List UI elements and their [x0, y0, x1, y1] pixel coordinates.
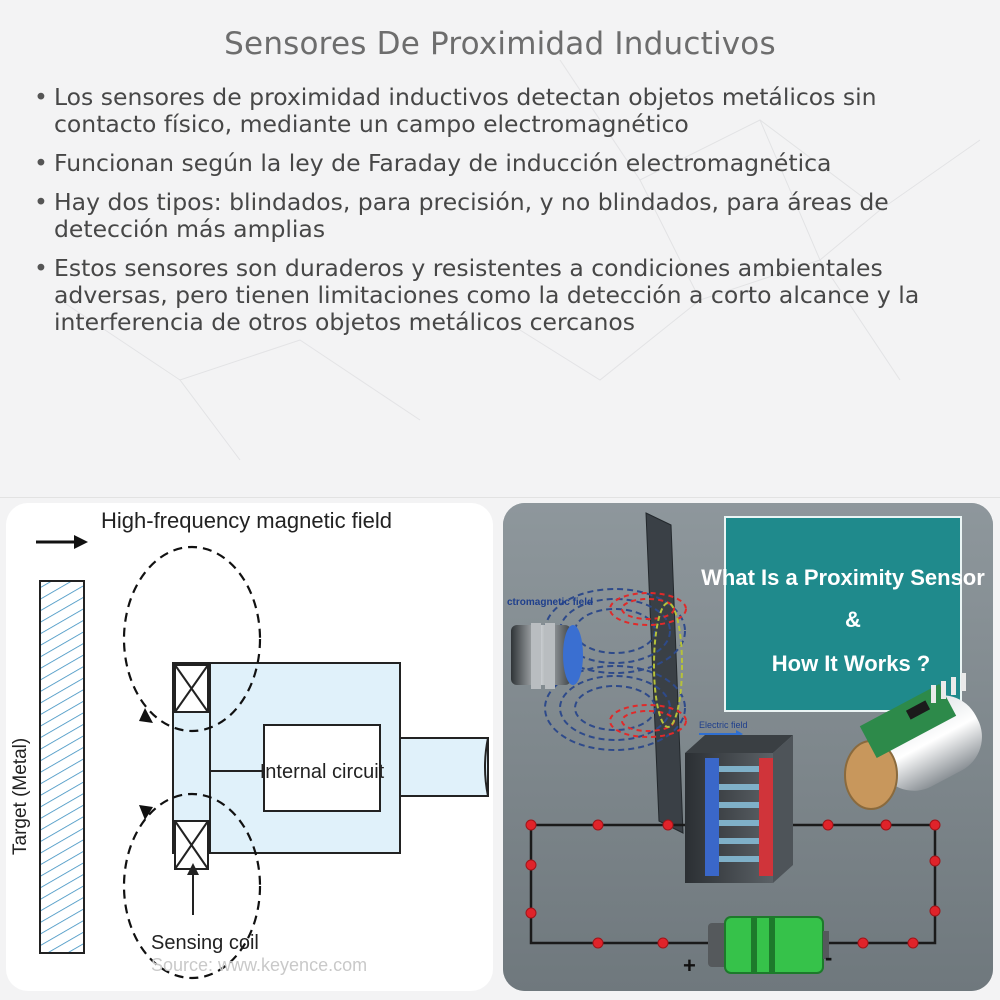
bullet-item: Hay dos tipos: blindados, para precisión…	[34, 189, 964, 243]
internal-circuit-box	[263, 724, 381, 812]
source-credit: Source: www.keyence.com	[151, 955, 367, 975]
banner-headline-1: What Is a Proximity Sensor	[701, 565, 985, 590]
electric-field-label: Electric field	[699, 720, 748, 730]
inductive-sensor-diagram: High-frequency magnetic field Target (Me…	[6, 503, 493, 991]
coil-label: Sensing coil	[151, 932, 259, 954]
charge-dots	[525, 819, 941, 949]
banner-headline-3: How It Works ?	[772, 651, 931, 676]
field-label: High-frequency magnetic field	[101, 508, 392, 533]
magnetic-field-loops	[122, 545, 262, 980]
proximity-sensor-illustration: ctromagnetic field What Is a Proximity S…	[503, 503, 993, 991]
bullet-item: Funcionan según la ley de Faraday de ind…	[34, 150, 964, 178]
battery-plus-sign: +	[683, 953, 696, 978]
coil-bottom-icon	[174, 820, 209, 870]
circuit-wire	[529, 823, 937, 945]
coil-top-icon	[174, 664, 209, 713]
target-label: Target (Metal)	[10, 738, 31, 855]
section-divider	[0, 497, 1000, 498]
title-banner: What Is a Proximity Sensor & How It Work…	[701, 516, 985, 712]
cable	[399, 737, 489, 797]
banner-headline-2: &	[845, 607, 861, 632]
bullet-item: Los sensores de proximidad inductivos de…	[34, 84, 964, 138]
proximity-sensor-icon	[511, 623, 583, 689]
page-title: Sensores De Proximidad Inductivos	[224, 26, 776, 62]
battery-icon	[708, 916, 829, 974]
em-field-label: ctromagnetic field	[507, 597, 593, 608]
field-direction-arrow	[36, 535, 88, 549]
circuit-label: Internal circuit	[260, 761, 385, 783]
bullet-list: Los sensores de proximidad inductivos de…	[34, 84, 964, 348]
cylindrical-sensor-icon	[844, 673, 982, 810]
capacitor-block	[685, 735, 793, 883]
metal-target	[39, 580, 85, 954]
bullet-item: Estos sensores son duraderos y resistent…	[34, 255, 964, 336]
battery-minus-sign: -	[825, 945, 832, 970]
